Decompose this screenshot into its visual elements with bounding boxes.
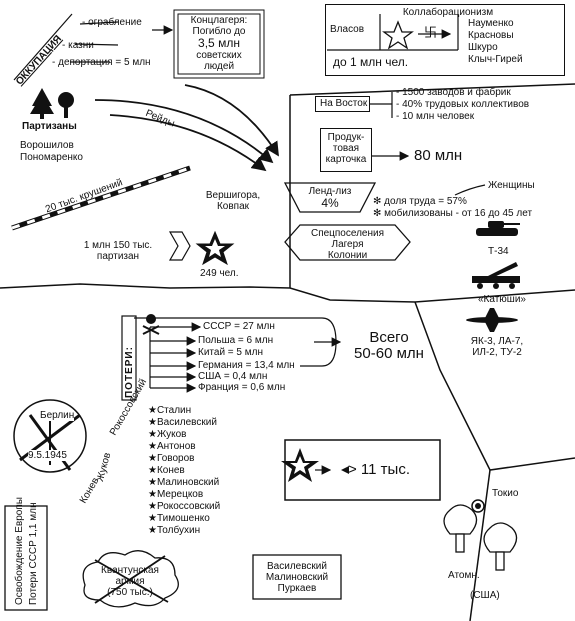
collab-lines bbox=[327, 14, 459, 51]
concentration-camps-label: Концлагеря: Погибло до 3,5 млн советских… bbox=[190, 15, 248, 72]
loss-item: СССР = 27 млн bbox=[203, 321, 275, 332]
east-label: На Восток bbox=[320, 98, 368, 109]
women-item: ✻ доля труда = 57% bbox=[373, 196, 467, 207]
swastika-icon: 卐 bbox=[424, 25, 438, 40]
card-label: Продук- товая карточка bbox=[325, 132, 367, 165]
weapon-tank-label: Т-34 bbox=[488, 246, 509, 257]
east-items: - 1500 заводов и фабрик - 40% трудовых к… bbox=[396, 87, 530, 122]
europe-label: Освобождение Европы bbox=[14, 497, 25, 605]
loss-item: Польша = 6 млн bbox=[198, 335, 274, 346]
collab-star-shape bbox=[382, 20, 414, 50]
tokyo-marker bbox=[471, 499, 485, 513]
tank-icon bbox=[476, 221, 520, 236]
east-box bbox=[315, 96, 370, 112]
loss-item: Китай = 5 млн bbox=[198, 347, 263, 358]
partisan-arrow bbox=[168, 231, 191, 261]
loss-item: Германия = 13,4 млн bbox=[198, 360, 295, 371]
collaboration-title: Коллаборационизм bbox=[402, 7, 494, 18]
partisans-title: Партизаны bbox=[22, 121, 77, 132]
losses-total: Всего 50-60 млн bbox=[354, 329, 424, 362]
partisan-commanders: Вершигора, Ковпак bbox=[205, 190, 261, 212]
occupation-lines bbox=[13, 13, 174, 81]
lendlease-label: Ленд-лиз 4% bbox=[308, 186, 352, 210]
rear-lines bbox=[370, 92, 486, 196]
usa-label: (США) bbox=[470, 590, 500, 601]
mushroom-clouds bbox=[443, 504, 518, 571]
partisans-count: 1 млн 150 тыс. партизан bbox=[83, 240, 153, 262]
loss-item: США = 0,4 млн bbox=[198, 371, 268, 382]
weapon-planes-label: ЯК-3, ЛА-7, ИЛ-2, ТУ-2 bbox=[470, 336, 524, 358]
europe-losses: Потери СССР 1,1 млн bbox=[28, 502, 39, 605]
collaboration-box bbox=[325, 4, 565, 76]
camps-shape bbox=[284, 224, 411, 261]
heroes-total: > 11 тыс. bbox=[348, 461, 410, 478]
commanders-list: ★Сталин ★Василевский ★Жуков ★Антонов ★Го… bbox=[148, 405, 221, 536]
katyusha-icon bbox=[472, 262, 520, 289]
tokyo-label: Токио bbox=[492, 488, 519, 499]
occupation-item: - депортация = 5 млн bbox=[52, 57, 151, 68]
plane-icon bbox=[466, 308, 518, 332]
collaboration-total: до 1 млн чел. bbox=[333, 55, 409, 69]
kwantung-label: Квантунская армия (750 тыс.) bbox=[101, 565, 159, 598]
collaboration-left: Власов bbox=[330, 24, 365, 35]
weapon-katyusha-label: «Катюши» bbox=[478, 294, 526, 305]
tree-icon bbox=[30, 88, 74, 119]
raid-arrows bbox=[94, 84, 279, 172]
partisans-heroes: 249 чел. bbox=[200, 268, 239, 279]
atomic-label: Атомн. bbox=[448, 570, 480, 581]
occupation-item: - казни bbox=[62, 40, 94, 51]
occupation-item: - ограбление bbox=[82, 17, 142, 28]
card-value: 80 млн bbox=[414, 147, 463, 164]
region-dividers bbox=[0, 83, 575, 621]
kwantung-cloud bbox=[82, 550, 179, 608]
lendlease-shape bbox=[283, 182, 377, 213]
berlin-label: Берлин bbox=[40, 410, 75, 421]
collaboration-names: Науменко Красновы Шкуро Клыч-Гирей bbox=[468, 18, 523, 65]
partisans-leader: Пономаренко bbox=[20, 152, 83, 163]
berlin-date: 9.5.1945 bbox=[28, 450, 67, 461]
railway bbox=[11, 165, 191, 231]
barbed-wire bbox=[173, 9, 265, 79]
skull-icon bbox=[142, 314, 160, 335]
far-east-commanders: Василевский Малиновский Пуркаев bbox=[265, 561, 329, 594]
loss-item: Франция = 0,6 млн bbox=[198, 382, 286, 393]
partisans-leader: Ворошилов bbox=[20, 140, 74, 151]
camps-label: Спецпоселения Лагеря Колонии bbox=[310, 228, 385, 261]
women-item: ✻ мобилизованы - от 16 до 45 лет bbox=[373, 208, 533, 219]
card-box bbox=[320, 128, 372, 172]
women-title: Женщины bbox=[488, 180, 535, 191]
